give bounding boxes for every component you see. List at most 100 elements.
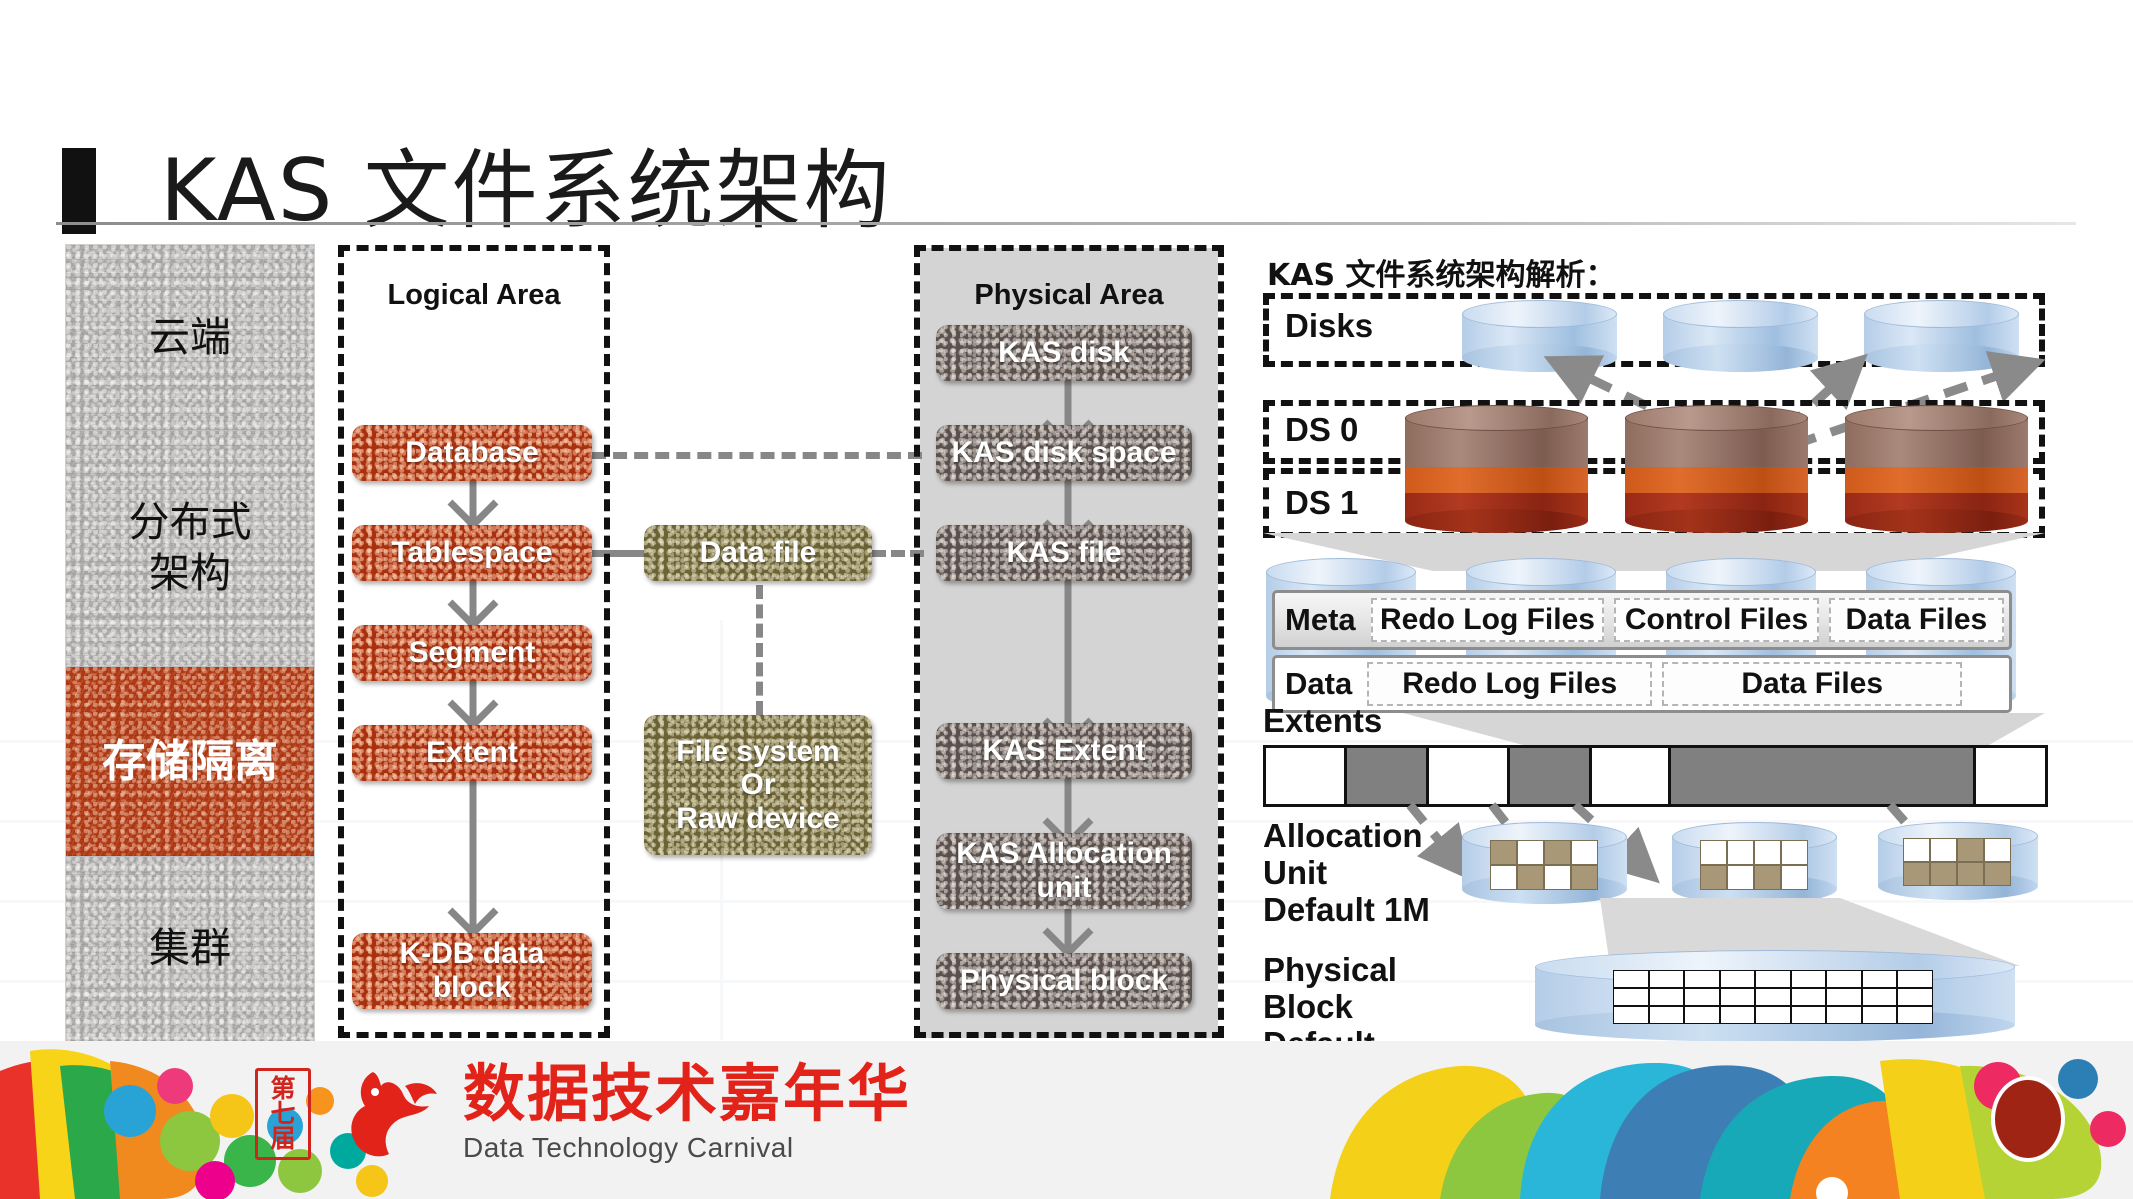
- edition-badge: 第 七 届: [255, 1067, 311, 1160]
- node-label: KAS disk space: [951, 436, 1177, 470]
- data-chip-redo-log-files: Redo Log Files: [1367, 662, 1653, 706]
- data-row: Data Redo Log Files Data Files: [1272, 655, 2012, 713]
- allocation-unit-label-line1: Allocation: [1263, 817, 1423, 854]
- disk-cylinder-3: [1864, 300, 2019, 372]
- node-label-line2: unit: [1036, 871, 1092, 904]
- physical-area-box: Physical Area: [914, 245, 1224, 1038]
- physical-area-title: Physical Area: [974, 279, 1164, 311]
- extent-segment: [1591, 748, 1671, 804]
- extent-segment: [1670, 748, 1976, 804]
- edition-badge-char1: 第: [270, 1074, 296, 1103]
- meta-chip-data-files: Data Files: [1828, 598, 2004, 642]
- sidebar-item-storage-isolation[interactable]: 存储隔离: [66, 667, 314, 857]
- ds-cylinder-1: [1405, 405, 1588, 533]
- meta-row: Meta Redo Log Files Control Files Data F…: [1272, 590, 2012, 650]
- footer-brand: 第 七 届 数据技术嘉年华 Data Technology Carnival: [255, 1063, 911, 1164]
- connector-tablespace-to-datafile: [592, 550, 648, 557]
- node-label: KAS Extent: [982, 734, 1146, 768]
- node-label: Segment: [408, 636, 536, 670]
- sidebar-item-label: 集群: [149, 924, 231, 973]
- edition-badge-char3: 届: [270, 1124, 296, 1153]
- node-kas-disk-space[interactable]: KAS disk space: [936, 425, 1192, 481]
- allocation-unit-label: Allocation Unit Default 1M: [1263, 817, 1430, 929]
- ds-cylinder-2: [1625, 405, 1808, 533]
- meta-label: Meta: [1285, 602, 1356, 637]
- node-label: K-DB data block: [399, 937, 544, 1004]
- physical-block-label-line2: Block: [1263, 987, 1353, 1025]
- sidebar-item-label: 云端: [149, 312, 231, 361]
- ds-cylinder-3: [1845, 405, 2028, 533]
- node-label-line1: KAS Allocation: [956, 837, 1172, 871]
- logical-area-box: Logical Area: [338, 245, 610, 1038]
- connector-datafile-to-filesystem: [756, 585, 763, 715]
- node-label: KAS Allocation unit: [956, 837, 1172, 904]
- analysis-heading: KAS 文件系统架构解析：: [1267, 258, 1616, 293]
- extent-segment: [1347, 748, 1429, 804]
- connector-datafile-to-kasfile: [872, 550, 924, 557]
- footer-circle-badge: [1991, 1076, 2065, 1162]
- node-label: Data file: [699, 536, 817, 570]
- node-extent[interactable]: Extent: [352, 725, 592, 781]
- node-label: Database: [405, 436, 539, 470]
- footer-brand-subtitle: Data Technology Carnival: [463, 1132, 794, 1163]
- extent-segment: [1975, 748, 2045, 804]
- node-segment[interactable]: Segment: [352, 625, 592, 681]
- stage-sidebar: 云端 分布式 架构 存储隔离 集群: [65, 244, 315, 1042]
- allocation-unit-label-line2: Unit: [1263, 853, 1328, 891]
- node-label-line2: block: [432, 971, 512, 1004]
- title-accent-bar: [62, 148, 96, 234]
- au-grid-2: [1700, 840, 1808, 890]
- sidebar-item-label: 存储隔离: [102, 735, 278, 787]
- connector-database-to-kasdiskspace: [592, 452, 922, 459]
- node-kas-allocation-unit[interactable]: KAS Allocation unit: [936, 833, 1192, 909]
- node-label-line1: K-DB data: [399, 937, 545, 971]
- data-label: Data: [1285, 666, 1353, 701]
- sidebar-item-label-line2: 架构: [149, 549, 231, 598]
- extent-segment: [1510, 748, 1592, 804]
- physical-block-label-line1: Physical: [1263, 951, 1397, 988]
- node-database[interactable]: Database: [352, 425, 592, 481]
- data-chip-data-files: Data Files: [1662, 662, 1963, 706]
- node-tablespace[interactable]: Tablespace: [352, 525, 592, 581]
- node-label-line3: Raw device: [676, 801, 840, 835]
- meta-chip-redo-log-files: Redo Log Files: [1370, 598, 1605, 642]
- node-data-file[interactable]: Data file: [644, 525, 872, 581]
- footer-brand-title: 数据技术嘉年华: [463, 1057, 912, 1130]
- physical-block-grid: [1613, 970, 1933, 1024]
- node-kdb-data-block[interactable]: K-DB data block: [352, 933, 592, 1009]
- sidebar-item-distributed[interactable]: 分布式 架构: [66, 430, 314, 668]
- node-kas-disk[interactable]: KAS disk: [936, 325, 1192, 381]
- disk-cylinder-1: [1462, 300, 1617, 372]
- node-label: KAS disk: [998, 336, 1130, 370]
- meta-chip-control-files: Control Files: [1614, 598, 1819, 642]
- node-label: KAS file: [1006, 536, 1122, 570]
- node-file-system-or-raw-device[interactable]: File system Or Raw device: [644, 715, 872, 855]
- sidebar-item-cloud[interactable]: 云端: [66, 245, 314, 431]
- node-label-line2: Or: [740, 768, 776, 802]
- page-title: KAS 文件系统架构: [160, 141, 892, 241]
- extent-segment: [1428, 748, 1511, 804]
- rooster-logo-icon: [351, 1071, 437, 1156]
- sidebar-item-cluster[interactable]: 集群: [66, 856, 314, 1041]
- sidebar-item-label-line1: 分布式: [128, 498, 252, 547]
- logical-area-title: Logical Area: [387, 279, 561, 311]
- edition-badge-char2: 七: [270, 1099, 296, 1128]
- au-grid-3: [1903, 838, 2011, 886]
- title-divider: [56, 222, 2076, 225]
- sidebar-item-label: 分布式 架构: [129, 497, 252, 600]
- disk-cylinder-2: [1663, 300, 1818, 372]
- ds0-label: DS 0: [1285, 411, 1359, 448]
- node-label-line1: File system: [676, 734, 840, 768]
- node-kas-extent[interactable]: KAS Extent: [936, 723, 1192, 779]
- ds1-label: DS 1: [1285, 484, 1359, 521]
- disks-label: Disks: [1285, 307, 1374, 344]
- node-label: File system Or Raw device: [676, 735, 839, 836]
- node-label: Physical block: [959, 964, 1169, 998]
- footer-banner: 第 七 届 数据技术嘉年华 Data Technology Carnival: [0, 1041, 2133, 1199]
- node-physical-block[interactable]: Physical block: [936, 953, 1192, 1009]
- node-kas-file[interactable]: KAS file: [936, 525, 1192, 581]
- title-bar: KAS 文件系统架构: [0, 60, 2133, 241]
- au-grid-1: [1490, 840, 1598, 890]
- extent-segment: [1266, 748, 1348, 804]
